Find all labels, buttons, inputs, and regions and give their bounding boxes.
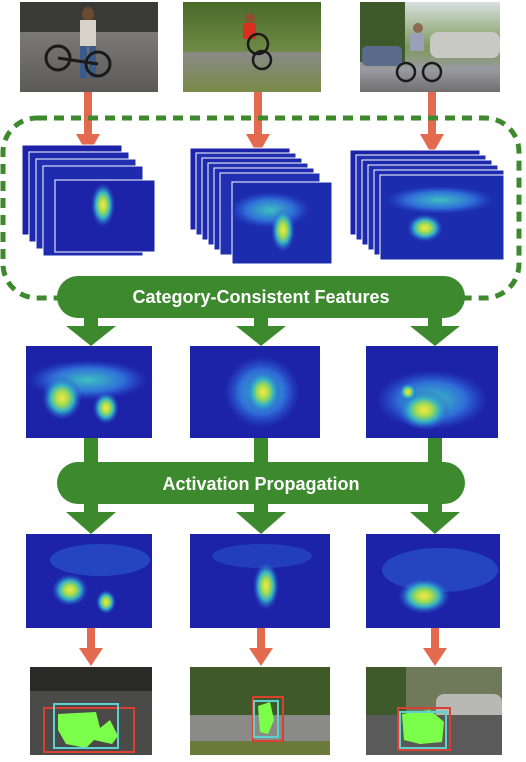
activation-propagation-pill (57, 462, 465, 504)
result-photo-3 (366, 667, 502, 755)
green-arrow-1b (66, 504, 116, 534)
green-arrow-2a (236, 318, 286, 346)
feature-stack-2 (189, 147, 333, 265)
feature-stack-1 (21, 144, 156, 257)
green-connector-3 (428, 438, 442, 464)
result-photo-1 (30, 667, 152, 755)
green-arrow-3b (410, 504, 460, 534)
category-consistent-features-label: Category-Consistent Features (132, 287, 389, 307)
orange-arrow-2 (246, 92, 270, 155)
input-photo-2 (183, 2, 321, 92)
orange-arrow-5 (249, 628, 273, 666)
green-arrow-2b (236, 504, 286, 534)
orange-arrow-3 (420, 92, 444, 155)
activation-map-1 (26, 346, 152, 438)
propagated-map-2 (190, 534, 330, 628)
activation-map-2 (190, 346, 320, 438)
green-arrow-3a (410, 318, 460, 346)
input-photo-3 (360, 2, 500, 92)
green-connector-2 (254, 438, 268, 464)
orange-arrow-6 (423, 628, 447, 666)
green-connector-1 (84, 438, 98, 464)
input-photo-1 (20, 2, 158, 92)
category-consistent-features-pill (57, 276, 465, 318)
activation-propagation-label: Activation Propagation (162, 474, 359, 494)
activation-map-3 (366, 346, 498, 438)
green-arrow-1a (66, 318, 116, 346)
feature-stack-3 (349, 149, 505, 261)
orange-arrow-4 (79, 628, 103, 666)
result-photo-2 (190, 667, 330, 755)
propagated-map-1 (26, 534, 152, 628)
propagated-map-3 (366, 534, 500, 628)
